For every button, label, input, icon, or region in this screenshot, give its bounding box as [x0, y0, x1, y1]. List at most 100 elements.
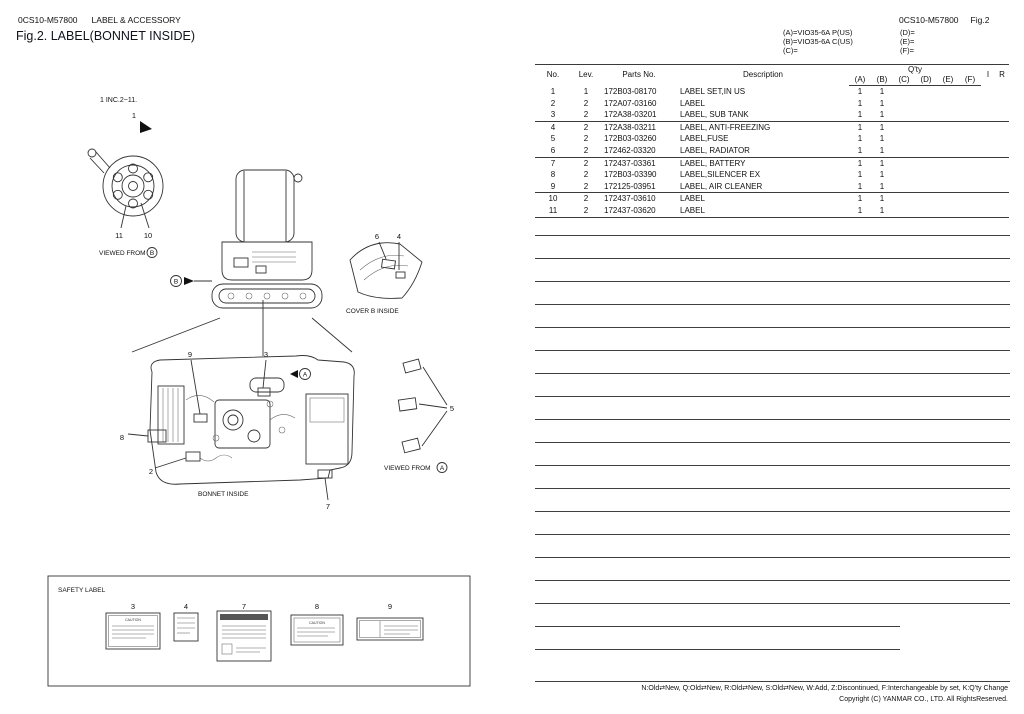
callout-7: 7	[326, 502, 330, 511]
model-e: (E)=	[900, 37, 915, 46]
section-title: LABEL & ACCESSORY	[91, 15, 181, 25]
col-header-lev: Lev.	[578, 70, 594, 80]
svg-text:A: A	[440, 465, 445, 472]
safety-label-section: SAFETY LABEL 3 CAUTION 4 7	[47, 575, 471, 687]
col-header-qty-c: (C)	[893, 75, 915, 86]
view-b-pointer: B	[170, 275, 212, 287]
blank-rule	[535, 327, 1010, 328]
model-a: (A)=VIO35-6A P(US)	[783, 28, 853, 37]
viewed-from-b-label: VIEWED FROM	[99, 250, 146, 257]
view-a-pointer: A	[290, 368, 311, 380]
cover-b-drawing	[349, 241, 423, 299]
model-f: (F)=	[900, 46, 914, 55]
revision-legend: N:Old⇄New, Q:Old⇄New, R:Old⇄New, S:Old⇄N…	[641, 685, 1008, 692]
col-header-qty-e: (E)	[937, 75, 959, 86]
bonnet-inside-label: BONNET INSIDE	[198, 491, 249, 498]
footer-divider	[535, 681, 1010, 682]
blank-rule	[535, 419, 1010, 420]
col-header-qty-f: (F)	[959, 75, 982, 86]
safety-thumb-9	[356, 617, 424, 641]
blank-rule	[535, 534, 1010, 535]
col-header-qty-a: (A)	[849, 75, 871, 86]
callout-11: 11	[115, 231, 123, 240]
copyright-notice: Copyright (C) YANMAR CO., LTD. All Right…	[839, 696, 1008, 703]
blank-rule	[535, 442, 1010, 443]
blank-rule	[535, 465, 1010, 466]
blank-rule	[535, 350, 1010, 351]
col-header-qty: Q'ty	[908, 65, 922, 74]
svg-text:CAUTION: CAUTION	[309, 621, 325, 625]
col-header-parts: Parts No.	[622, 70, 656, 80]
safety-num-8: 8	[315, 602, 319, 611]
svg-text:A: A	[303, 372, 308, 379]
blank-rule	[535, 488, 1010, 489]
safety-thumb-7	[216, 610, 272, 662]
bonnet-inside-drawing	[127, 355, 355, 501]
model-b: (B)=VIO35-6A C(US)	[783, 37, 853, 46]
blank-rule	[535, 603, 1010, 604]
blank-rule-short	[535, 649, 900, 650]
header-left: 0CS10-M57800 LABEL & ACCESSORY	[18, 15, 181, 25]
svg-text:B: B	[150, 250, 154, 257]
excavator-rear-drawing	[131, 169, 353, 356]
callout-4: 4	[397, 232, 401, 241]
view-a-badge: A	[436, 462, 448, 473]
callout-6: 6	[375, 232, 379, 241]
col-header-qty-d: (D)	[915, 75, 937, 86]
safety-label-title: SAFETY LABEL	[58, 587, 106, 594]
svg-text:B: B	[174, 279, 178, 286]
page-code: 0CS10-M57800	[18, 15, 78, 25]
safety-num-3: 3	[131, 602, 135, 611]
parts-table: No. Lev. Parts No. Description Q'ty I R …	[535, 64, 1010, 218]
col-header-r: R	[999, 70, 1005, 80]
callout-1-arrow-icon	[140, 121, 152, 133]
blank-rule	[535, 304, 1010, 305]
safety-num-7: 7	[242, 602, 246, 611]
side-labels-drawing	[397, 358, 448, 454]
col-header-qty-b: (B)	[871, 75, 893, 86]
callout-10: 10	[144, 231, 152, 240]
callout-1: 1	[132, 111, 136, 120]
inclusion-note: 1 INC.2~11.	[100, 97, 137, 104]
blank-rule	[535, 580, 1010, 581]
col-header-desc: Description	[742, 70, 783, 80]
callout-9: 9	[188, 350, 192, 359]
blank-rule	[535, 557, 1010, 558]
safety-thumb-8: CAUTION	[290, 614, 344, 646]
col-header-i: I	[986, 70, 990, 80]
figure-title: Fig.2. LABEL(BONNET INSIDE)	[16, 29, 195, 43]
col-header-no: No.	[546, 70, 560, 80]
model-d: (D)=	[900, 28, 915, 37]
safety-num-9: 9	[388, 602, 392, 611]
blank-rule	[535, 258, 1010, 259]
blank-rule	[535, 396, 1010, 397]
blank-rule	[535, 235, 1010, 236]
safety-thumb-4	[173, 612, 199, 642]
safety-num-4: 4	[184, 602, 188, 611]
model-c: (C)=	[783, 46, 798, 55]
parts-list-panel: (A)=VIO35-6A P(US) (B)=VIO35-6A C(US) (C…	[535, 0, 1010, 714]
viewed-from-a-label: VIEWED FROM	[384, 465, 431, 472]
blank-rule	[535, 281, 1010, 282]
safety-thumb-3: CAUTION	[105, 612, 161, 650]
blank-rule	[535, 373, 1010, 374]
cap-detail-drawing	[87, 148, 164, 229]
callout-3: 3	[264, 350, 268, 359]
callout-8: 8	[120, 433, 124, 442]
svg-text:CAUTION: CAUTION	[125, 618, 141, 622]
callout-5: 5	[450, 404, 454, 413]
blank-rule	[535, 511, 1010, 512]
figure-ref: Fig.2	[970, 15, 990, 25]
